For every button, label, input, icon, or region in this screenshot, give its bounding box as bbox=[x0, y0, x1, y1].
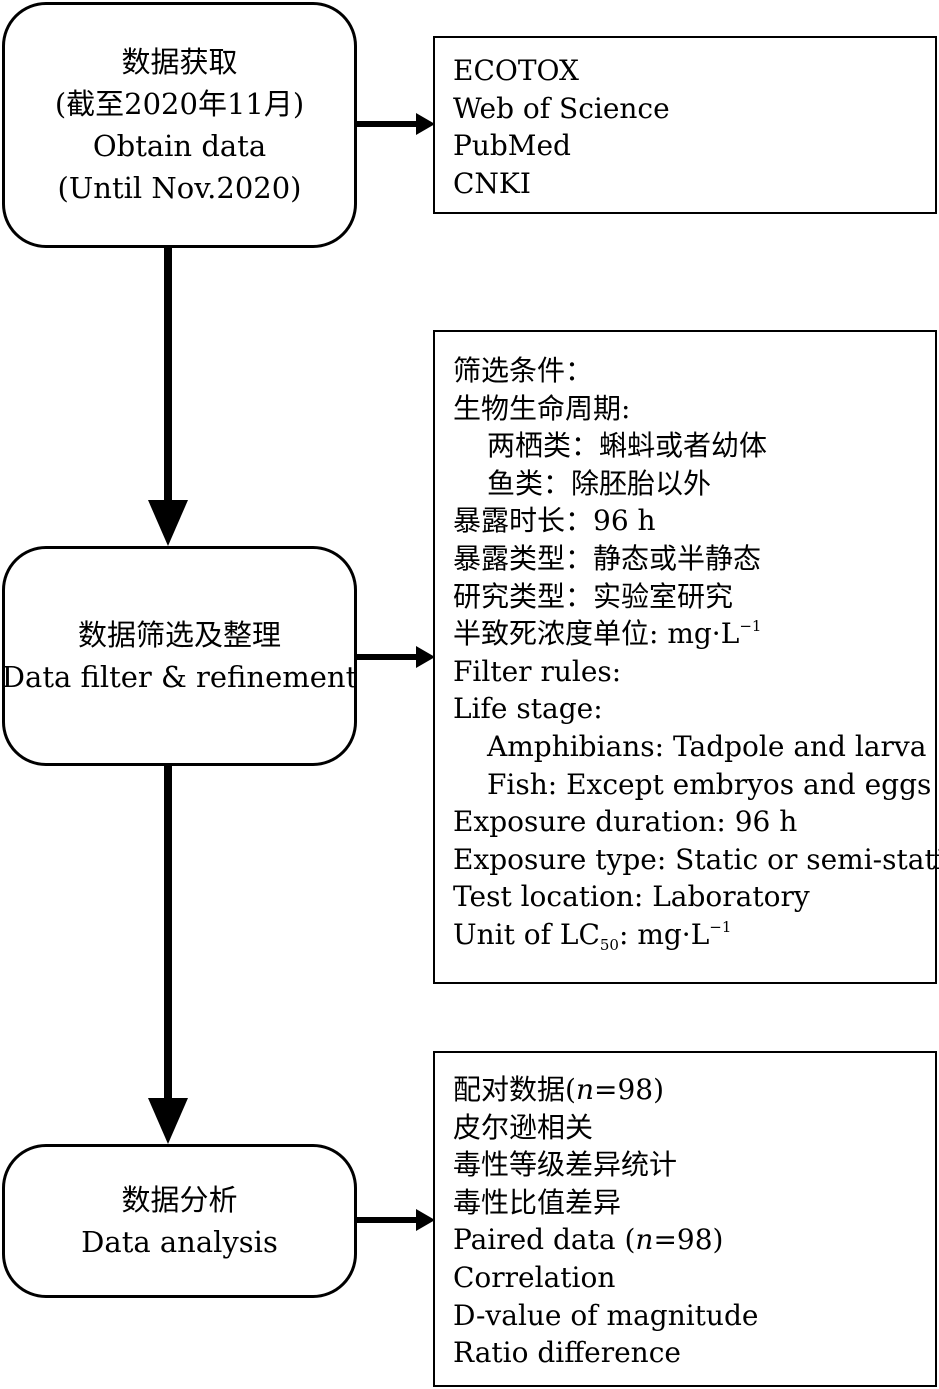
analysis-zh-grade: 毒性等级差异统计 bbox=[453, 1148, 678, 1182]
step-filter-en: Data filter & refinement bbox=[1, 660, 358, 694]
source-item: Web of Science bbox=[453, 91, 670, 125]
analysis-zh-paired-suffix: =98) bbox=[593, 1073, 664, 1106]
step-data-filter: 数据筛选及整理 Data filter & refinement bbox=[2, 546, 357, 766]
analysis-en-paired-suffix: =98) bbox=[653, 1223, 724, 1257]
rules-en-heading: Filter rules: bbox=[453, 654, 622, 688]
source-item: ECOTOX bbox=[453, 54, 579, 87]
rules-en-life-stage: Life stage: bbox=[453, 692, 603, 726]
analysis-en-ratio: Ratio difference bbox=[453, 1336, 681, 1370]
rules-zh-life-stage: 生物生命周期: bbox=[453, 391, 631, 425]
filter-rules-panel: 筛选条件： 生物生命周期: 两栖类：蝌蚪或者幼体 鱼类：除胚胎以外 暴露时长：9… bbox=[433, 330, 939, 984]
rules-en-unit-text: Unit of LC bbox=[453, 917, 600, 951]
step-obtain-data: 数据获取 (截至2020年11月) Obtain data (Until Nov… bbox=[2, 2, 357, 248]
rules-zh-fish: 鱼类：除胚胎以外 bbox=[487, 466, 712, 500]
sources-panel: ECOTOX Web of Science PubMed CNKI bbox=[433, 36, 937, 214]
arrowhead-obtain-to-filter bbox=[148, 500, 188, 546]
rules-en-unit-subscript: 50 bbox=[599, 935, 619, 954]
rules-en-unit-mid: : mg·L bbox=[618, 917, 710, 951]
arrowhead-obtain-to-sources bbox=[416, 113, 435, 135]
step-data-analysis: 数据分析 Data analysis bbox=[2, 1144, 357, 1298]
analysis-zh-ratio: 毒性比值差异 bbox=[453, 1185, 622, 1219]
rules-en-location: Test location: Laboratory bbox=[453, 880, 810, 914]
analysis-zh-paired-prefix: 配对数据( bbox=[453, 1073, 576, 1106]
source-item: CNKI bbox=[453, 166, 531, 200]
analysis-en-paired-prefix: Paired data ( bbox=[453, 1223, 636, 1257]
analysis-en-paired: Paired data (n=98) bbox=[453, 1221, 935, 1259]
analysis-en-correlation: Correlation bbox=[453, 1260, 616, 1294]
analysis-zh-n-symbol: n bbox=[575, 1073, 594, 1106]
step-obtain-en-sub: (Until Nov.2020) bbox=[57, 171, 302, 205]
rules-en-unit-exponent: −1 bbox=[709, 917, 732, 936]
step-obtain-zh-sub: (截至2020年11月) bbox=[54, 87, 305, 121]
rules-zh-duration: 暴露时长：96 h bbox=[453, 504, 656, 538]
analysis-en-n-symbol: n bbox=[635, 1223, 654, 1257]
rules-zh-heading: 筛选条件： bbox=[453, 354, 594, 387]
rules-en-duration: Exposure duration: 96 h bbox=[453, 805, 798, 839]
analysis-en-dvalue: D-value of magnitude bbox=[453, 1298, 759, 1332]
arrowhead-filter-to-rules bbox=[416, 646, 435, 668]
rules-en-unit: Unit of LC50: mg·L−1 bbox=[453, 916, 935, 954]
rules-zh-unit-exponent: −1 bbox=[739, 617, 762, 636]
rules-en-exposure-type: Exposure type: Static or semi-static bbox=[453, 842, 939, 876]
step-obtain-en: Obtain data bbox=[92, 129, 267, 163]
arrowhead-filter-to-analysis bbox=[148, 1098, 188, 1144]
rules-en-amphibians: Amphibians: Tadpole and larva bbox=[487, 729, 927, 763]
step-filter-zh: 数据筛选及整理 bbox=[77, 618, 281, 652]
rules-zh-unit-text: 半致死浓度单位: mg·L bbox=[453, 617, 740, 651]
step-obtain-zh: 数据获取 bbox=[121, 45, 238, 79]
analysis-zh-paired: 配对数据(n=98) bbox=[453, 1071, 935, 1109]
rules-zh-amphibians: 两栖类：蝌蚪或者幼体 bbox=[487, 429, 768, 463]
rules-zh-unit: 半致死浓度单位: mg·L−1 bbox=[453, 615, 935, 653]
step-analysis-zh: 数据分析 bbox=[121, 1183, 238, 1217]
rules-zh-exposure-type: 暴露类型：静态或半静态 bbox=[453, 541, 762, 575]
rules-en-fish: Fish: Except embryos and eggs bbox=[487, 767, 932, 801]
source-item: PubMed bbox=[453, 129, 571, 163]
analysis-zh-pearson: 皮尔逊相关 bbox=[453, 1110, 594, 1144]
arrowhead-analysis-to-items bbox=[416, 1209, 435, 1231]
step-analysis-en: Data analysis bbox=[81, 1225, 278, 1259]
rules-zh-study-type: 研究类型：实验室研究 bbox=[453, 579, 734, 613]
analysis-panel: 配对数据(n=98) 皮尔逊相关 毒性等级差异统计 毒性比值差异 Paired … bbox=[433, 1051, 937, 1387]
